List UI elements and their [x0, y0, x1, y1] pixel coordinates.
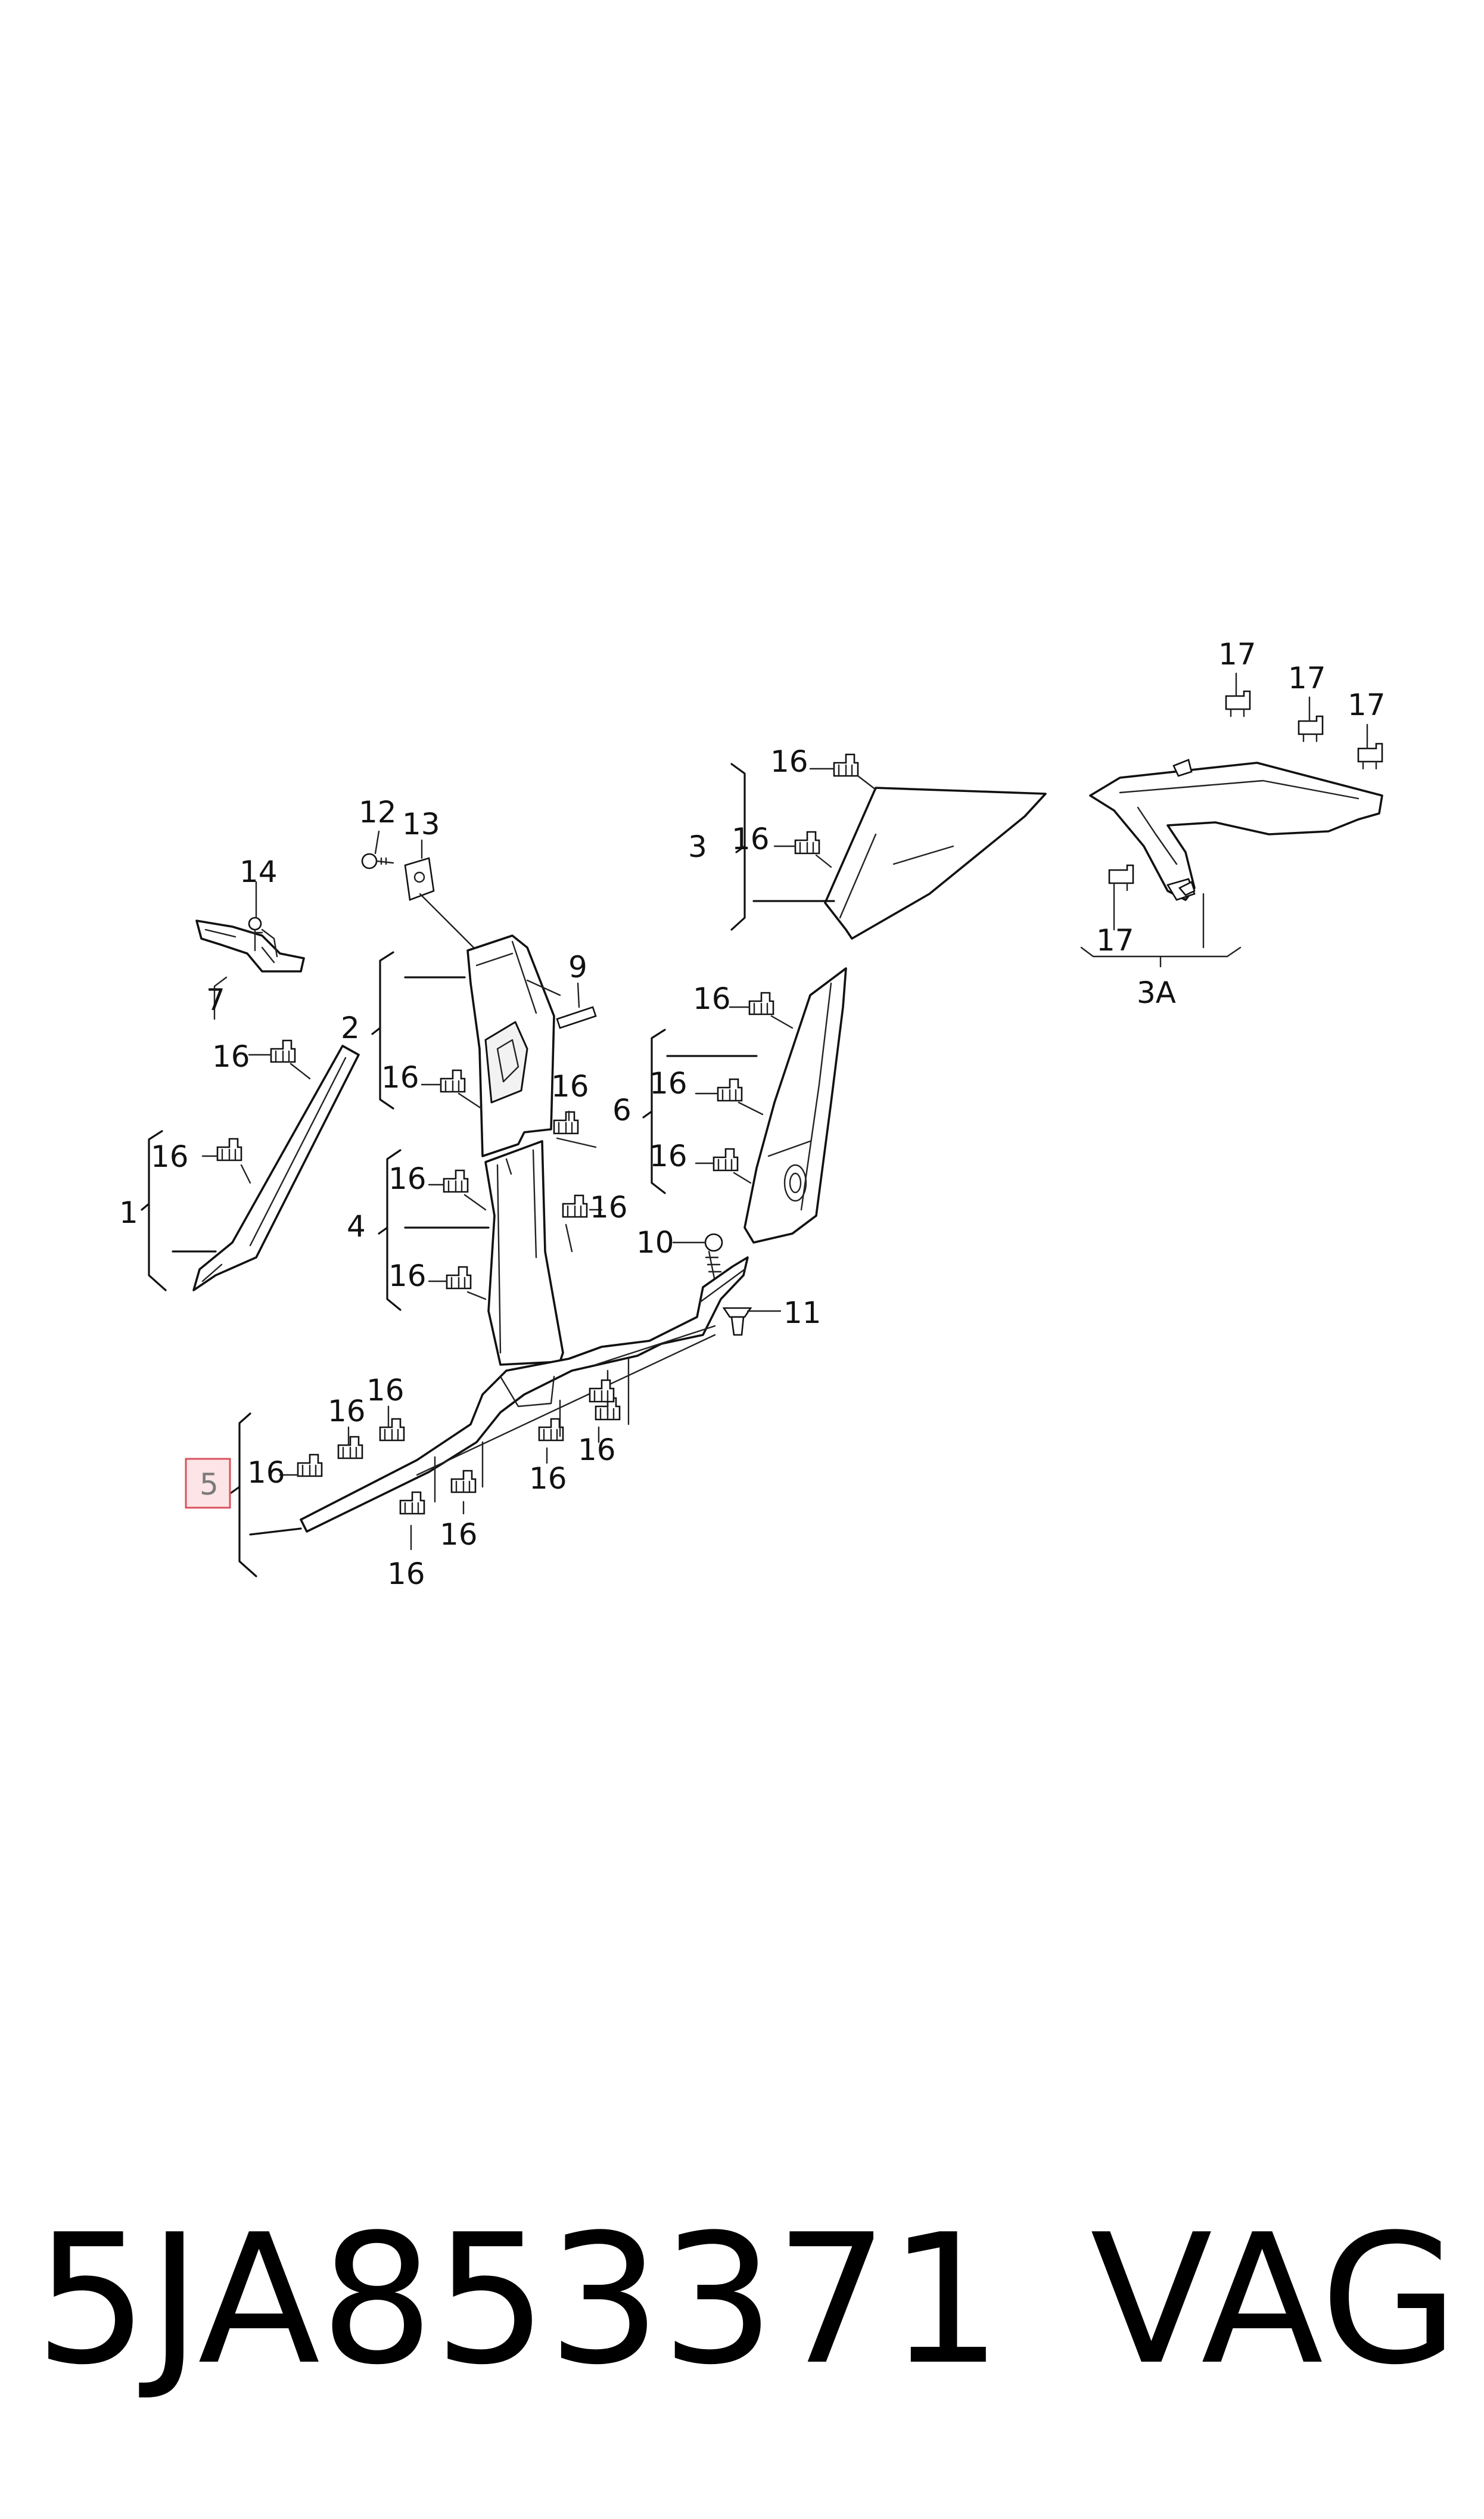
clip-16-icon [589, 1379, 615, 1403]
clip-17-icon [1298, 715, 1324, 743]
label-16: 16 [387, 1557, 425, 1591]
label-4: 4 [347, 1209, 366, 1244]
label-17: 17 [1096, 923, 1134, 958]
label-3: 3 [688, 830, 707, 864]
label-16: 16 [212, 1039, 250, 1074]
clip-16-icon [216, 1138, 242, 1161]
clip-17-icon [1357, 743, 1383, 770]
clip-16-icon [562, 1194, 588, 1218]
part-2-b-pillar-upper [371, 934, 555, 1157]
label-16: 16 [529, 1461, 567, 1496]
part-10-screw [672, 1233, 723, 1282]
label-16: 16 [440, 1517, 478, 1552]
label-16: 16 [366, 1373, 405, 1408]
clip-16-icon [833, 753, 859, 777]
clip-16-icon [270, 1039, 296, 1063]
clip-16-icon [450, 1470, 477, 1493]
label-16: 16 [770, 744, 808, 779]
clip-16-icon [748, 992, 774, 1015]
clip-16-icon [297, 1453, 323, 1477]
label-16: 16 [388, 1259, 427, 1293]
label-16: 16 [649, 1066, 687, 1101]
label-10: 10 [636, 1225, 674, 1260]
clip-16-icon [713, 1148, 739, 1172]
clip-16-icon [553, 1111, 579, 1135]
label-16: 16 [388, 1161, 427, 1196]
label-16: 16 [732, 822, 770, 856]
label-3a: 3A [1137, 976, 1176, 1010]
label-17: 17 [1348, 688, 1386, 722]
clip-16-icon [440, 1069, 466, 1093]
part-6-rear-quarter-lower [642, 967, 847, 1244]
label-1: 1 [119, 1195, 138, 1230]
label-2: 2 [341, 1011, 360, 1045]
clip-16-icon [794, 831, 820, 855]
label-16: 16 [247, 1455, 285, 1490]
item-labels: 1 2 3 3A 4 6 7 9 10 11 12 13 14 16 16 16… [119, 637, 1386, 1591]
clip-16-icon [379, 1418, 405, 1442]
label-14: 14 [239, 855, 278, 889]
clip-17-icon [1225, 690, 1251, 718]
part-5-sill-trim [230, 1256, 749, 1577]
clip-16-icon [446, 1266, 472, 1290]
part-3-rear-quarter-upper [730, 753, 1047, 940]
label-16: 16 [578, 1433, 616, 1467]
clip-16-icon [443, 1169, 469, 1193]
label-16: 16 [693, 981, 731, 1016]
part-11-spreader-clip [722, 1307, 782, 1336]
clip-16-icon [717, 1078, 743, 1102]
label-16: 16 [328, 1394, 366, 1428]
clip-16-icon [399, 1491, 425, 1515]
label-11: 11 [783, 1296, 822, 1330]
label-7: 7 [206, 983, 225, 1017]
brand-name: VAG [1090, 2196, 1459, 2404]
part-4-b-pillar-lower [378, 1110, 603, 1366]
label-16: 16 [151, 1139, 189, 1174]
label-17: 17 [1218, 637, 1256, 672]
clip-16-icon [337, 1436, 363, 1459]
label-16: 16 [649, 1139, 687, 1173]
part-3a-window-surround [1080, 672, 1383, 968]
label-5[interactable]: 5 [200, 1467, 219, 1502]
label-9: 9 [568, 950, 587, 984]
part-1-a-pillar-trim [141, 1039, 360, 1291]
part-number: 5JA853371 [35, 2196, 1003, 2404]
label-6: 6 [612, 1093, 631, 1128]
label-12: 12 [359, 795, 397, 830]
part-13-clip [404, 839, 481, 955]
label-13: 13 [402, 807, 440, 841]
part-12-screw [361, 830, 394, 869]
part-14-bolt [248, 881, 278, 958]
part-9-badge [526, 979, 597, 1029]
label-16: 16 [590, 1190, 628, 1225]
label-16: 16 [381, 1060, 419, 1095]
label-16: 16 [551, 1069, 589, 1104]
label-17: 17 [1288, 661, 1326, 695]
highlight-box [185, 1458, 231, 1509]
clip-17-icon [1108, 864, 1134, 892]
